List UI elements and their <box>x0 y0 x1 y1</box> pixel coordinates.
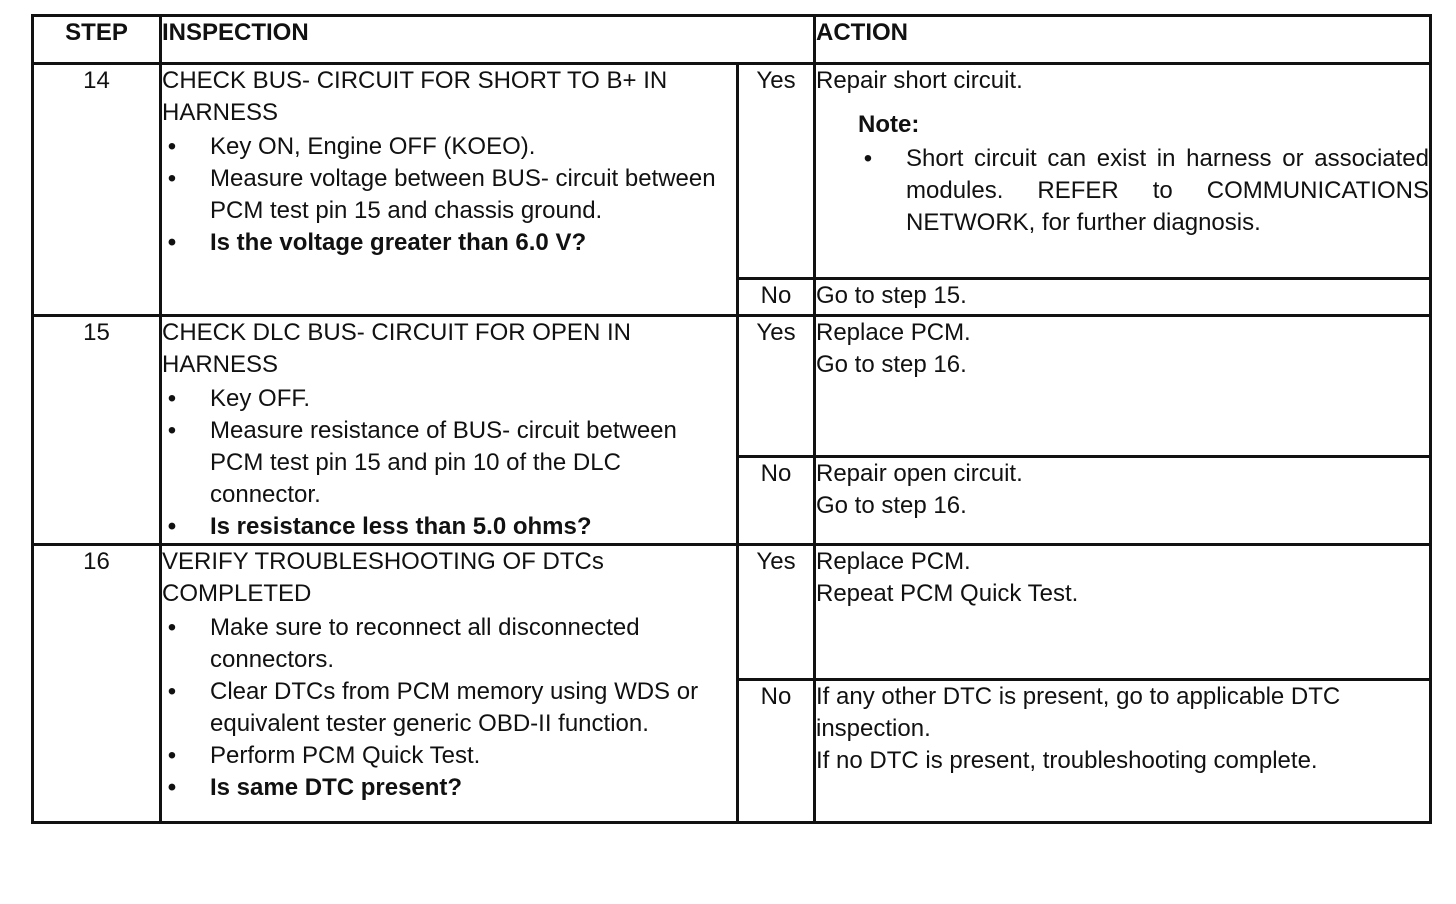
inspection-title: CHECK DLC BUS- CIRCUIT FOR OPEN IN HARNE… <box>162 319 631 378</box>
action-line: Go to step 16. <box>816 491 967 519</box>
action-yes: Replace PCM. Go to step 16. <box>813 314 1432 458</box>
action-line: If no DTC is present, troubleshooting co… <box>816 747 1318 774</box>
inspection-cell: CHECK BUS- CIRCUIT FOR SHORT TO B+ IN HA… <box>159 62 739 317</box>
table-row: No If any other DTC is present, go to ap… <box>33 678 1432 824</box>
list-item: •Key OFF. <box>167 385 311 412</box>
action-line: Replace PCM. <box>816 548 971 575</box>
inspection-bullets: •Key ON, Engine OFF (KOEO). •Measure vol… <box>162 131 736 259</box>
answer-no: No <box>736 454 816 547</box>
answer-yes: Yes <box>736 543 816 681</box>
note-text: •Short circuit can exist in harness or a… <box>863 145 1429 236</box>
action-no: Go to step 15. <box>813 277 1432 317</box>
table-row: No Go to step 15. <box>33 277 1432 317</box>
list-item: •Measure voltage between BUS- circuit be… <box>167 165 716 224</box>
inspection-bullets: •Make sure to reconnect all disconnected… <box>162 612 736 804</box>
action-line: Replace PCM. <box>816 319 971 346</box>
action-no: If any other DTC is present, go to appli… <box>813 678 1432 824</box>
list-item: •Key ON, Engine OFF (KOEO). <box>167 133 536 160</box>
step-number: 14 <box>31 62 162 317</box>
step-number: 16 <box>31 543 162 824</box>
list-item: •Measure resistance of BUS- circuit betw… <box>167 417 677 508</box>
note-block: Note: •Short circuit can exist in harnes… <box>858 109 1429 239</box>
header-action: ACTION <box>813 14 1432 65</box>
table-row: 16 VERIFY TROUBLESHOOTING OF DTCs COMPLE… <box>31 543 1432 824</box>
inspection-title: CHECK BUS- CIRCUIT FOR SHORT TO B+ IN HA… <box>162 67 668 126</box>
step-number: 15 <box>31 314 162 546</box>
inspection-question: •Is the voltage greater than 6.0 V? <box>167 229 587 256</box>
action-line: Repair short circuit. <box>816 67 1023 94</box>
list-item: •Make sure to reconnect all disconnected… <box>167 614 640 673</box>
answer-yes: Yes <box>736 314 816 458</box>
header-step: STEP <box>31 14 162 65</box>
list-item: •Perform PCM Quick Test. <box>167 742 481 769</box>
action-line: Repeat PCM Quick Test. <box>816 580 1079 607</box>
action-yes: Repair short circuit. Note: •Short circu… <box>813 62 1432 280</box>
action-line: Go to step 15. <box>816 282 967 309</box>
diagnostic-table: STEP INSPECTION ACTION 14 CHECK BUS- CIR… <box>31 14 1432 824</box>
table-row: 14 CHECK BUS- CIRCUIT FOR SHORT TO B+ IN… <box>31 62 1432 317</box>
inspection-title: VERIFY TROUBLESHOOTING OF DTCs COMPLETED <box>162 548 604 607</box>
action-yes: Replace PCM. Repeat PCM Quick Test. <box>813 543 1432 681</box>
action-line: Repair open circuit. <box>816 459 1023 487</box>
action-no: Repair open circuit. Go to step 16. <box>813 454 1432 547</box>
inspection-cell: CHECK DLC BUS- CIRCUIT FOR OPEN IN HARNE… <box>159 314 739 546</box>
inspection-question: •Is resistance less than 5.0 ohms? <box>167 513 592 540</box>
table-header-row: STEP INSPECTION ACTION <box>31 14 1432 65</box>
answer-yes: Yes <box>736 62 816 280</box>
answer-no: No <box>736 277 816 317</box>
table-row: No Repair open circuit. Go to step 16. <box>33 454 1432 547</box>
list-item: •Clear DTCs from PCM memory using WDS or… <box>167 678 699 737</box>
inspection-bullets: •Key OFF. •Measure resistance of BUS- ci… <box>162 383 736 543</box>
action-line: If any other DTC is present, go to appli… <box>816 683 1341 742</box>
header-inspection: INSPECTION <box>159 14 816 65</box>
answer-no: No <box>736 678 816 824</box>
inspection-question: •Is same DTC present? <box>167 774 463 801</box>
table-row: 15 CHECK DLC BUS- CIRCUIT FOR OPEN IN HA… <box>31 314 1432 546</box>
action-line: Go to step 16. <box>816 351 967 378</box>
inspection-cell: VERIFY TROUBLESHOOTING OF DTCs COMPLETED… <box>159 543 739 824</box>
note-label: Note: <box>858 111 920 138</box>
